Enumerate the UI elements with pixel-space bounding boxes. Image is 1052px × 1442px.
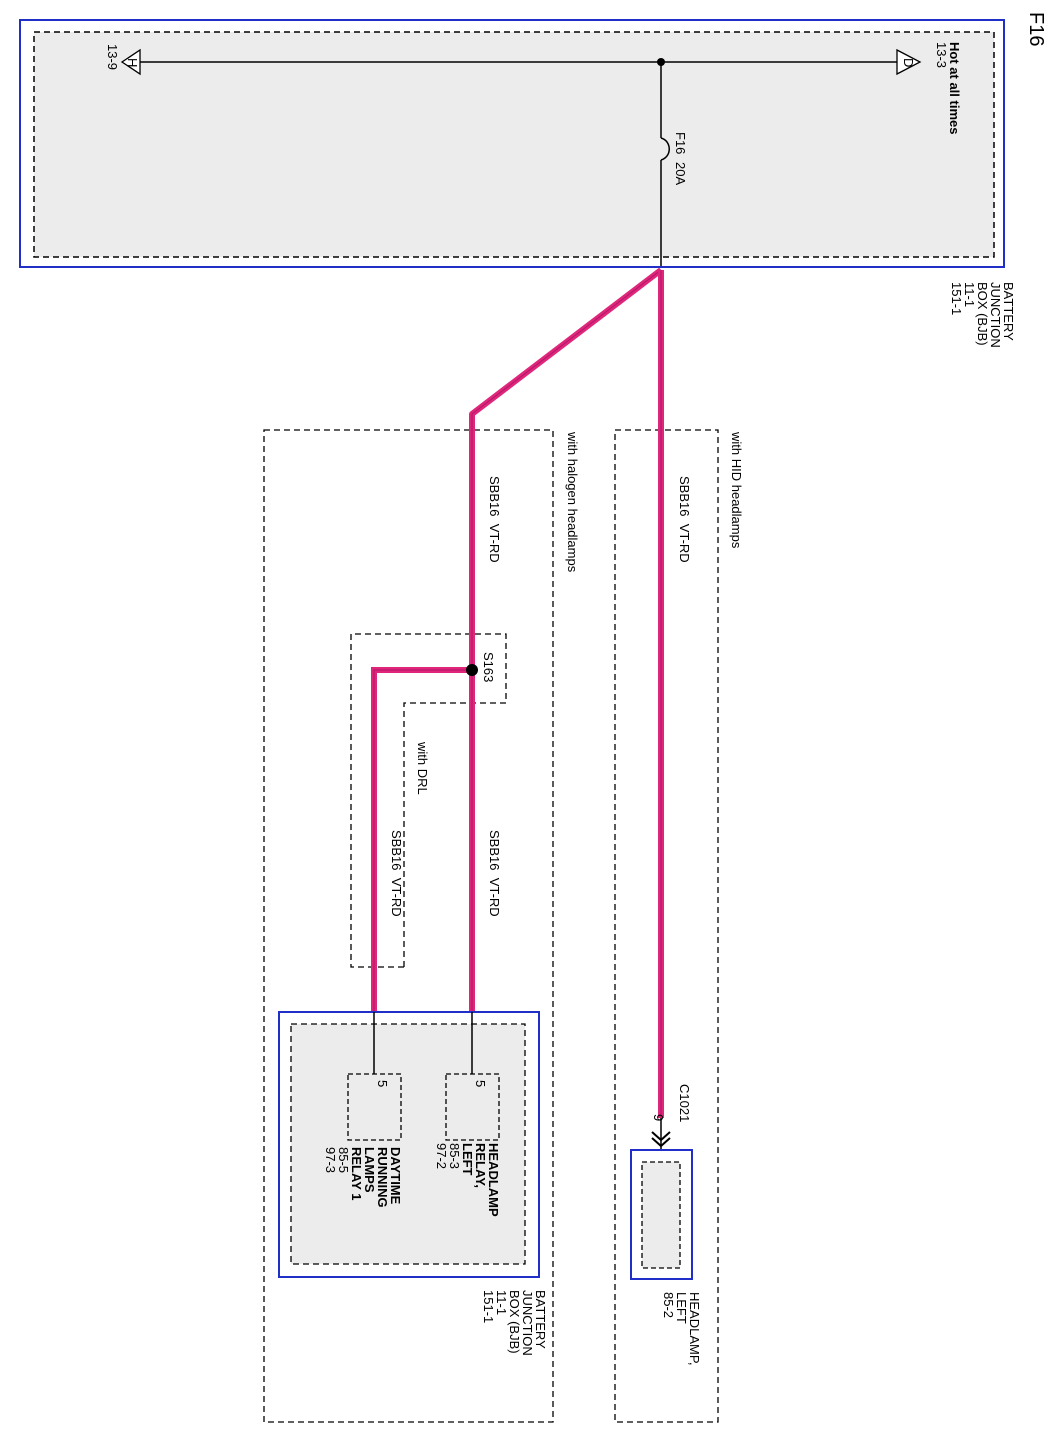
group-halogen-box (263, 429, 554, 1423)
svg-text:RUNNING: RUNNING (375, 1147, 390, 1208)
drl-relay-box (347, 1073, 402, 1141)
wire-label-headlamp-relay: SBB16 VT-RD (487, 830, 502, 917)
svg-text:LAMPS: LAMPS (362, 1147, 377, 1193)
offpage-ref-right: D Hot at all times 13-3 (896, 42, 962, 134)
bjb-top-label: BATTERY JUNCTION BOX (BJB) 11-1 151-1 (949, 282, 1016, 348)
svg-text:85-3: 85-3 (447, 1143, 462, 1169)
headlamp-left-module (630, 1149, 693, 1280)
svg-text:LEFT: LEFT (460, 1143, 475, 1176)
svg-text:13-3: 13-3 (934, 42, 949, 68)
wire-label-hid: SBB16 VT-RD (677, 476, 692, 563)
headlamp-label: HEADLAMP, LEFT 85-2 (661, 1292, 702, 1365)
svg-text:Hot at all times: Hot at all times (947, 42, 962, 134)
svg-text:F16: F16 (673, 132, 688, 154)
svg-text:HEADLAMP,: HEADLAMP, (687, 1292, 702, 1365)
svg-text:97-3: 97-3 (323, 1147, 338, 1173)
svg-text:D: D (901, 58, 916, 67)
svg-text:HEADLAMP: HEADLAMP (486, 1143, 501, 1217)
fuse-label: F16 20A (673, 132, 688, 185)
bjb-bottom-label: BATTERY JUNCTION BOX (BJB) 11-1 151-1 (481, 1290, 548, 1356)
splice-region-box (350, 633, 507, 968)
connector-pin: 9 (651, 1114, 666, 1121)
wire-sbb16-drl (371, 667, 472, 1012)
svg-text:H: H (125, 58, 140, 67)
bjb-top-inner (33, 31, 995, 258)
svg-text:97-2: 97-2 (434, 1143, 449, 1169)
wire-label-halogen: SBB16 VT-RD (487, 476, 502, 563)
svg-text:BATTERY: BATTERY (533, 1290, 548, 1349)
headlamp-relay-pin: 5 (473, 1080, 488, 1087)
svg-text:11-1: 11-1 (494, 1290, 509, 1315)
splice-label: S163 (481, 652, 496, 682)
svg-text:BOX (BJB): BOX (BJB) (507, 1290, 522, 1354)
fuse-f16-icon (660, 137, 670, 161)
offpage-triangle-left-icon (120, 48, 141, 76)
connector-name: C1021 (677, 1084, 692, 1122)
group-halogen-label: with halogen headlamps (565, 431, 580, 573)
headlamp-inner (641, 1161, 681, 1269)
bjb-top-module (19, 19, 1005, 268)
wire-harness (371, 267, 664, 1118)
connector-chevron-icon (651, 1131, 671, 1142)
svg-text:151-1: 151-1 (949, 282, 964, 315)
group-drl-label: with DRL (415, 741, 430, 795)
svg-text:RELAY 1: RELAY 1 (349, 1147, 364, 1200)
group-hid-label: with HID headlamps (729, 431, 744, 549)
svg-text:20A: 20A (673, 162, 688, 185)
svg-text:85-2: 85-2 (661, 1292, 676, 1318)
svg-text:RELAY,: RELAY, (473, 1143, 488, 1188)
svg-text:11-1: 11-1 (962, 282, 977, 307)
drl-relay-label: DAYTIME RUNNING LAMPS RELAY 1 85-5 97-3 (323, 1147, 403, 1208)
svg-text:BATTERY: BATTERY (1001, 282, 1016, 341)
wire-label-drl-relay: SBB16 VT-RD (389, 830, 404, 917)
connector-c1021 (651, 1118, 671, 1150)
bjb-bottom-module (278, 1011, 540, 1278)
page-id: F16 (1025, 12, 1047, 46)
svg-text:BOX (BJB): BOX (BJB) (975, 282, 990, 346)
headlamp-relay-box (445, 1073, 500, 1141)
bjb-bottom-inner (290, 1023, 526, 1265)
svg-text:13-9: 13-9 (105, 44, 120, 70)
group-hid-box (614, 429, 719, 1423)
svg-text:JUNCTION: JUNCTION (988, 282, 1003, 348)
headlamp-relay-label: HEADLAMP RELAY, LEFT 85-3 97-2 (434, 1143, 501, 1217)
offpage-triangle-right-icon (896, 48, 922, 76)
svg-text:JUNCTION: JUNCTION (520, 1290, 535, 1356)
drl-relay-pin: 5 (375, 1080, 390, 1087)
svg-text:151-1: 151-1 (481, 1290, 496, 1323)
offpage-ref-left: H 13-9 (105, 44, 141, 76)
splice-s163-dot (466, 664, 478, 676)
svg-text:DAYTIME: DAYTIME (388, 1147, 403, 1205)
svg-text:85-5: 85-5 (336, 1147, 351, 1173)
svg-text:LEFT: LEFT (674, 1292, 689, 1324)
